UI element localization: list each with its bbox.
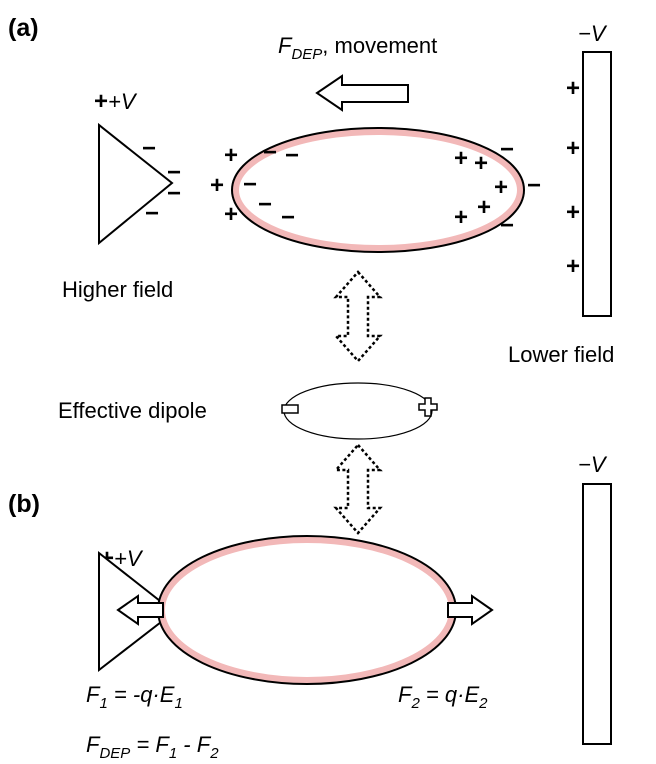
movement-arrow-icon — [315, 74, 409, 112]
cell-membrane-b — [159, 537, 455, 683]
svg-text:+: + — [224, 142, 238, 169]
panel-b-label: (b) — [8, 490, 40, 518]
svg-text:+: + — [566, 253, 580, 280]
double-arrow-icon-upper — [333, 270, 383, 363]
svg-text:−: − — [167, 180, 181, 207]
right-electrode-plate-b — [582, 483, 612, 745]
svg-text:+: + — [477, 194, 491, 221]
svg-text:−: − — [527, 172, 541, 199]
cell-left-outer-charges: + + + — [210, 142, 238, 228]
left-electrode-voltage-a: ++V — [94, 88, 138, 115]
right-electrode-voltage-b: −V — [578, 452, 608, 477]
svg-text:−: − — [281, 204, 295, 231]
dipole-ellipse — [283, 382, 433, 440]
lower-field-label: Lower field — [508, 342, 614, 367]
dipole-minus-icon — [281, 404, 299, 414]
svg-text:+: + — [224, 201, 238, 228]
svg-text:+: + — [454, 145, 468, 172]
double-arrow-icon-lower — [333, 443, 383, 535]
svg-text:+: + — [474, 150, 488, 177]
cell-right-outer-charges: − − − — [500, 136, 541, 239]
svg-text:+: + — [566, 199, 580, 226]
cell-left-inner-charges: − − − − − — [243, 139, 299, 231]
cell-right-inner-charges: + + + + + — [454, 145, 508, 231]
svg-text:−: − — [500, 212, 514, 239]
panel-a-label: (a) — [8, 14, 39, 42]
force-movement-label: FDEP, movement — [278, 33, 437, 63]
cell-membrane-a — [233, 129, 523, 251]
svg-text:+: + — [566, 135, 580, 162]
effective-dipole-label: Effective dipole — [58, 398, 207, 423]
equation-f2: F2 = q·E2 — [398, 682, 488, 712]
svg-text:−: − — [167, 159, 181, 186]
svg-text:+: + — [454, 204, 468, 231]
svg-text:−: − — [142, 135, 156, 162]
svg-text:−: − — [145, 200, 159, 227]
svg-text:+: + — [566, 75, 580, 102]
plate-charges: + + + + — [566, 75, 580, 280]
svg-text:−: − — [263, 139, 277, 166]
svg-text:−: − — [243, 171, 257, 198]
equation-f1: F1 = -q·E1 — [86, 682, 183, 712]
svg-text:−: − — [500, 136, 514, 163]
svg-text:−: − — [258, 191, 272, 218]
svg-text:−: − — [285, 142, 299, 169]
right-electrode-plate-a — [582, 51, 612, 317]
dipole-plus-icon — [418, 397, 438, 417]
higher-field-label: Higher field — [62, 277, 173, 302]
triangle-tip-charges: − − − − — [142, 135, 181, 227]
left-electrode-triangle-a — [98, 122, 174, 246]
equation-fdep: FDEP = F1 - F2 — [86, 732, 219, 762]
right-electrode-voltage-a: −V — [578, 21, 608, 46]
svg-text:+: + — [210, 172, 224, 199]
svg-text:+: + — [494, 174, 508, 201]
force-f2-arrow-icon — [447, 594, 494, 626]
force-f1-arrow-icon — [116, 594, 164, 626]
